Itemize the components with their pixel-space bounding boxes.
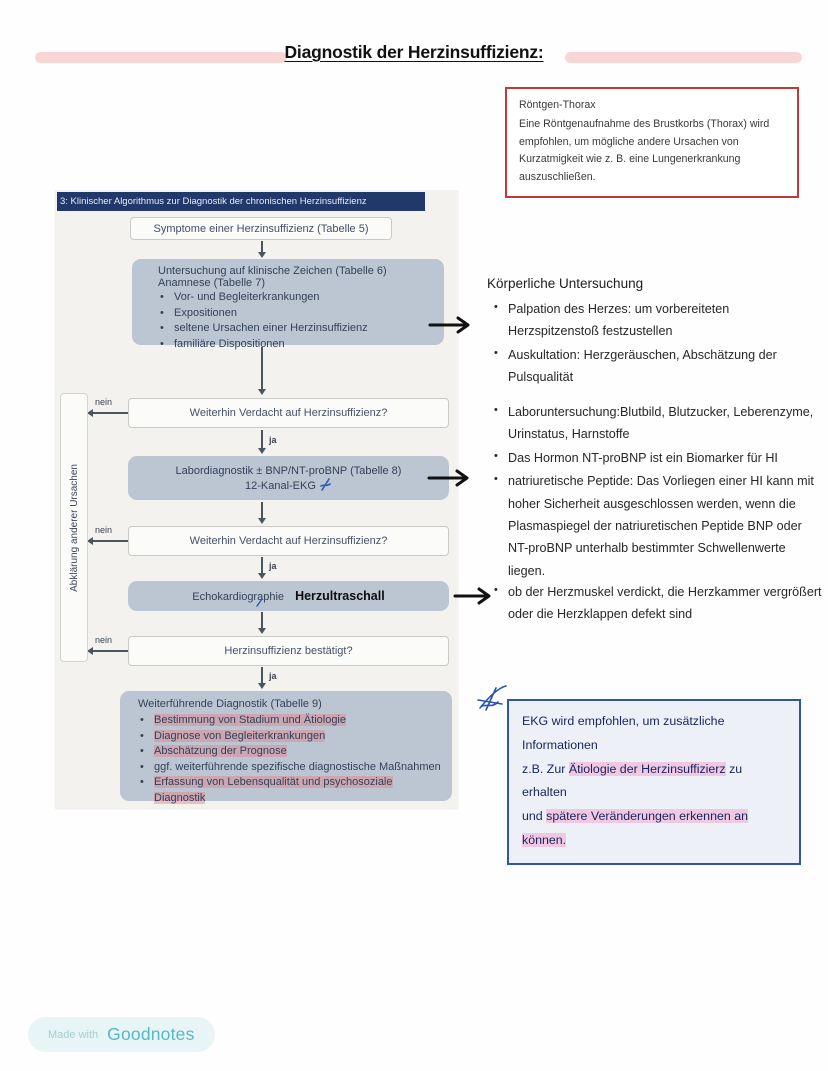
flow-echo-label: Echokardiographie bbox=[192, 591, 285, 603]
title-highlight-strip-right bbox=[565, 52, 802, 63]
yes-label: ja bbox=[269, 561, 277, 571]
flow-box-symptoms: Symptome einer Herzinsuffizienz (Tabelle… bbox=[130, 217, 392, 240]
physical-exam-title: Körperliche Untersuchung bbox=[487, 276, 644, 291]
list-item: Diagnose von Begleiterkrankungen bbox=[138, 729, 444, 745]
ekg-note-line3: und spätere Veränderungen erkennen an kö… bbox=[522, 809, 748, 848]
no-label: nein bbox=[95, 397, 113, 407]
flowchart-scan: 3: Klinischer Algorithmus zur Diagnostik… bbox=[55, 190, 458, 808]
down-arrow bbox=[257, 612, 267, 634]
side-label: Abklärung anderer Ursachen bbox=[68, 463, 80, 592]
list-item: Expositionen bbox=[158, 306, 434, 322]
left-arrow-nein bbox=[87, 408, 128, 418]
flow-box-exam: Untersuchung auf klinische Zeichen (Tabe… bbox=[132, 259, 444, 352]
goodnotes-badge: Made with Goodnotes bbox=[28, 1017, 215, 1052]
flow-box-suspicion1: Weiterhin Verdacht auf Herzinsuffizienz? bbox=[128, 398, 449, 428]
made-with-label: Made with bbox=[48, 1028, 99, 1041]
down-arrow bbox=[257, 430, 267, 454]
pen-mark-icon bbox=[320, 477, 331, 491]
down-arrow bbox=[257, 347, 267, 395]
list-item: Vor- und Begleiterkrankungen bbox=[158, 290, 434, 306]
list-item: Abschätzung der Prognose bbox=[138, 744, 444, 760]
down-arrow bbox=[257, 667, 267, 689]
list-item: familiäre Dispositionen bbox=[158, 337, 434, 353]
flow-box-suspicion2: Weiterhin Verdacht auf Herzinsuffizienz? bbox=[128, 526, 449, 556]
flow-exam-list: Vor- und Begleiterkrankungen Expositione… bbox=[158, 290, 434, 352]
ekg-note-line2: z.B. Zur Ätiologie der Herzinsuffizierz … bbox=[522, 761, 743, 800]
lab-notes: Laboruntersuchung:Blutbild, Blutzucker, … bbox=[487, 401, 824, 583]
hand-arrow-icon bbox=[428, 316, 470, 334]
flow-box-echo: Echokardiographie Herzultraschall bbox=[128, 581, 449, 611]
goodnotes-logo: Goodnotes bbox=[107, 1024, 195, 1044]
side-label-box: Abklärung anderer Ursachen bbox=[60, 393, 88, 662]
title-highlight-strip-left bbox=[35, 52, 287, 63]
flow-lab-line2: 12-Kanal-EKG bbox=[244, 479, 316, 492]
list-item: ob der Herzmuskel verdickt, die Herzkamm… bbox=[487, 581, 824, 626]
flow-box-further: Weiterführende Diagnostik (Tabelle 9) Be… bbox=[120, 691, 452, 805]
echo-handwritten-annotation: Herzultraschall bbox=[295, 589, 385, 603]
list-item: Bestimmung von Stadium und Ätiologie bbox=[138, 713, 444, 729]
xray-note-box: Röntgen-Thorax Eine Röntgenaufnahme des … bbox=[505, 87, 799, 198]
flow-further-title: Weiterführende Diagnostik (Tabelle 9) bbox=[138, 698, 322, 710]
list-item: seltene Ursachen einer Herzinsuffizienz bbox=[158, 321, 434, 337]
left-arrow-nein bbox=[87, 646, 128, 656]
xray-note-body: Eine Röntgenaufnahme des Brustkorbs (Tho… bbox=[519, 117, 770, 184]
no-label: nein bbox=[95, 525, 113, 535]
pen-tick-icon bbox=[256, 598, 263, 607]
ekg-note-line1: EKG wird empfohlen, um zusätzliche Infor… bbox=[522, 714, 725, 752]
list-item: natriuretische Peptide: Das Vorliegen ei… bbox=[487, 470, 824, 582]
flow-further-list: Bestimmung von Stadium und Ätiologie Dia… bbox=[138, 713, 444, 807]
no-label: nein bbox=[95, 635, 113, 645]
physical-exam-notes: Palpation des Herzes: um vorbereiteten H… bbox=[487, 298, 817, 390]
ekg-note-box: EKG wird empfohlen, um zusätzliche Infor… bbox=[507, 699, 801, 865]
list-item: Auskultation: Herzgeräuschen, Abschätzun… bbox=[487, 344, 817, 389]
page-title: Diagnostik der Herzinsuffizienz: bbox=[284, 42, 544, 62]
list-item: Erfassung von Lebensqualität und psychos… bbox=[138, 775, 444, 806]
flow-exam-title: Untersuchung auf klinische Zeichen (Tabe… bbox=[158, 265, 387, 277]
flow-exam-subtitle: Anamnese (Tabelle 7) bbox=[158, 277, 266, 289]
down-arrow bbox=[257, 557, 267, 579]
flow-box-lab: Labordiagnostik ± BNP/NT-proBNP (Tabelle… bbox=[128, 456, 449, 500]
list-item: Laboruntersuchung:Blutbild, Blutzucker, … bbox=[487, 401, 824, 446]
yes-label: ja bbox=[269, 435, 277, 445]
flow-lab-line1: Labordiagnostik ± BNP/NT-proBNP (Tabelle… bbox=[175, 464, 402, 477]
flowchart-header: 3: Klinischer Algorithmus zur Diagnostik… bbox=[57, 192, 425, 211]
left-arrow-nein bbox=[87, 536, 128, 546]
list-item: Das Hormon NT-proBNP ist ein Biomarker f… bbox=[487, 447, 824, 469]
down-arrow bbox=[257, 241, 267, 258]
hand-arrow-icon bbox=[427, 469, 469, 487]
list-item: Palpation des Herzes: um vorbereiteten H… bbox=[487, 298, 817, 343]
xray-note-title: Röntgen-Thorax bbox=[519, 99, 596, 111]
pen-scribble-icon bbox=[477, 685, 507, 711]
yes-label: ja bbox=[269, 671, 277, 681]
down-arrow bbox=[257, 502, 267, 524]
flow-box-confirmed: Herzinsuffizienz bestätigt? bbox=[128, 636, 449, 666]
list-item: ggf. weiterführende spezifische diagnost… bbox=[138, 760, 444, 776]
echo-notes: ob der Herzmuskel verdickt, die Herzkamm… bbox=[487, 581, 824, 627]
